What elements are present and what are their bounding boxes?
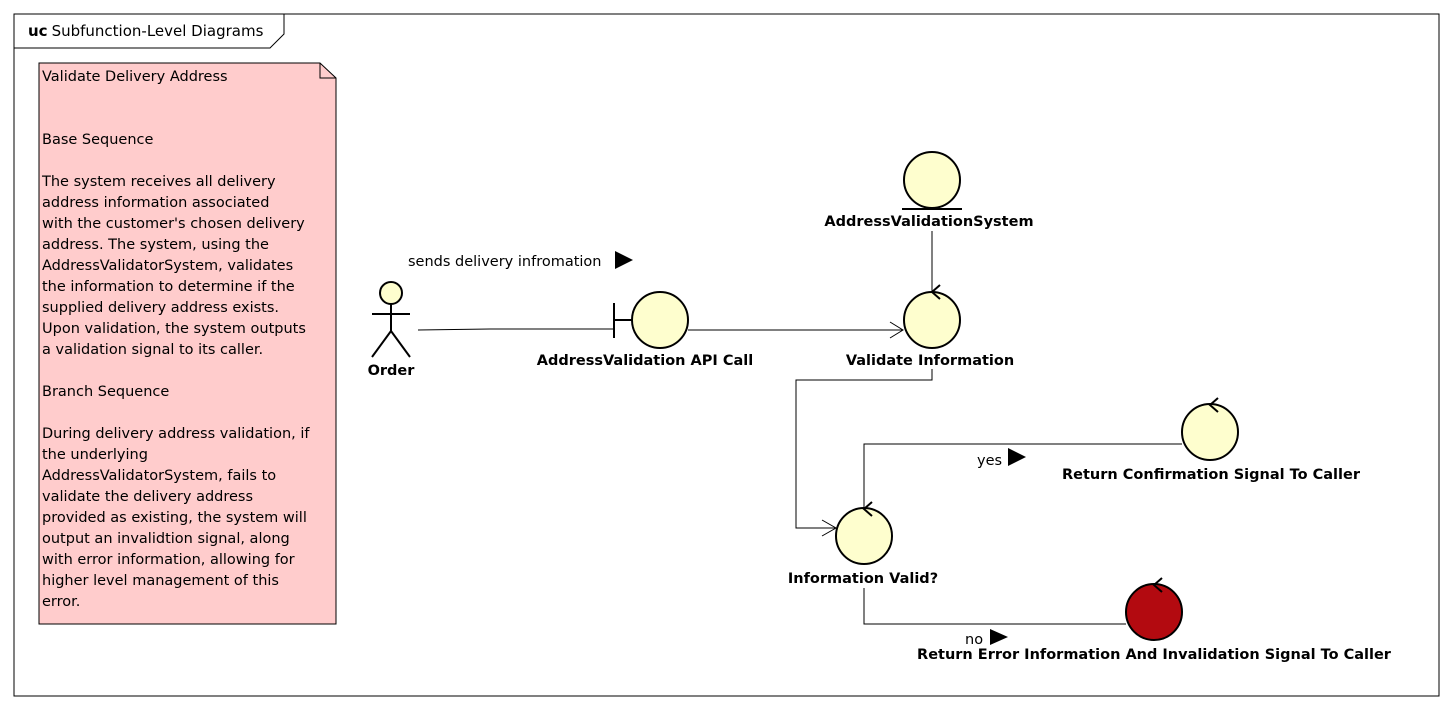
note-title: Validate Delivery Address xyxy=(42,69,228,85)
note-spacer xyxy=(42,109,333,130)
link-boundary-validate-arrowhead-icon xyxy=(889,321,904,339)
message-sends-label: sends delivery infromation xyxy=(408,254,602,270)
note-spacer xyxy=(42,361,333,382)
control-information-valid-icon[interactable] xyxy=(835,501,893,565)
frame-keyword: uc xyxy=(28,22,48,40)
note-branch-heading: Branch Sequence xyxy=(42,384,170,400)
control-information-valid-label: Information Valid? xyxy=(788,571,938,587)
link-no xyxy=(863,588,1126,625)
control-return-error-icon[interactable] xyxy=(1125,577,1183,641)
note-base-body: The system receives all delivery address… xyxy=(42,174,306,358)
note-spacer xyxy=(42,403,333,424)
link-validate-decision xyxy=(795,369,933,529)
link-validate-decision-arrowhead-icon xyxy=(821,519,838,537)
entity-address-validation-system-label: AddressValidationSystem xyxy=(824,214,1033,230)
association-order-boundary xyxy=(417,328,614,331)
message-no-label: no xyxy=(965,632,983,648)
message-yes-label: yes xyxy=(977,453,1002,469)
diagram-frame xyxy=(13,13,1440,697)
note-base-heading: Base Sequence xyxy=(42,132,154,148)
control-return-confirmation-label: Return Confirmation Signal To Caller xyxy=(1062,467,1361,483)
entity-address-validation-system-icon[interactable] xyxy=(902,151,962,210)
note-branch-body: During delivery address validation, if t… xyxy=(42,426,310,610)
boundary-api-call-icon[interactable] xyxy=(613,291,689,349)
frame-title-text: Subfunction-Level Diagrams xyxy=(51,22,264,40)
control-return-error-label: Return Error Information And Invalidatio… xyxy=(917,647,1392,663)
message-yes-arrow-icon xyxy=(1008,448,1026,466)
message-sends-arrow-icon xyxy=(615,251,633,269)
boundary-api-call-label: AddressValidation API Call xyxy=(537,353,753,369)
note-box xyxy=(38,62,337,625)
message-no-arrow-icon xyxy=(990,629,1008,645)
frame-title-tab xyxy=(14,14,285,49)
note-spacer xyxy=(42,88,333,109)
actor-order-label: Order xyxy=(368,363,416,379)
control-return-confirmation-icon[interactable] xyxy=(1181,397,1239,461)
note-spacer xyxy=(42,151,333,172)
note-text: Validate Delivery Address Base Sequence … xyxy=(39,63,336,624)
control-validate-information-label: Validate Information xyxy=(846,353,1014,369)
actor-order-figure[interactable] xyxy=(371,281,411,358)
control-validate-information-icon[interactable] xyxy=(903,284,961,349)
link-yes xyxy=(863,443,1182,508)
note-fold xyxy=(319,63,336,79)
